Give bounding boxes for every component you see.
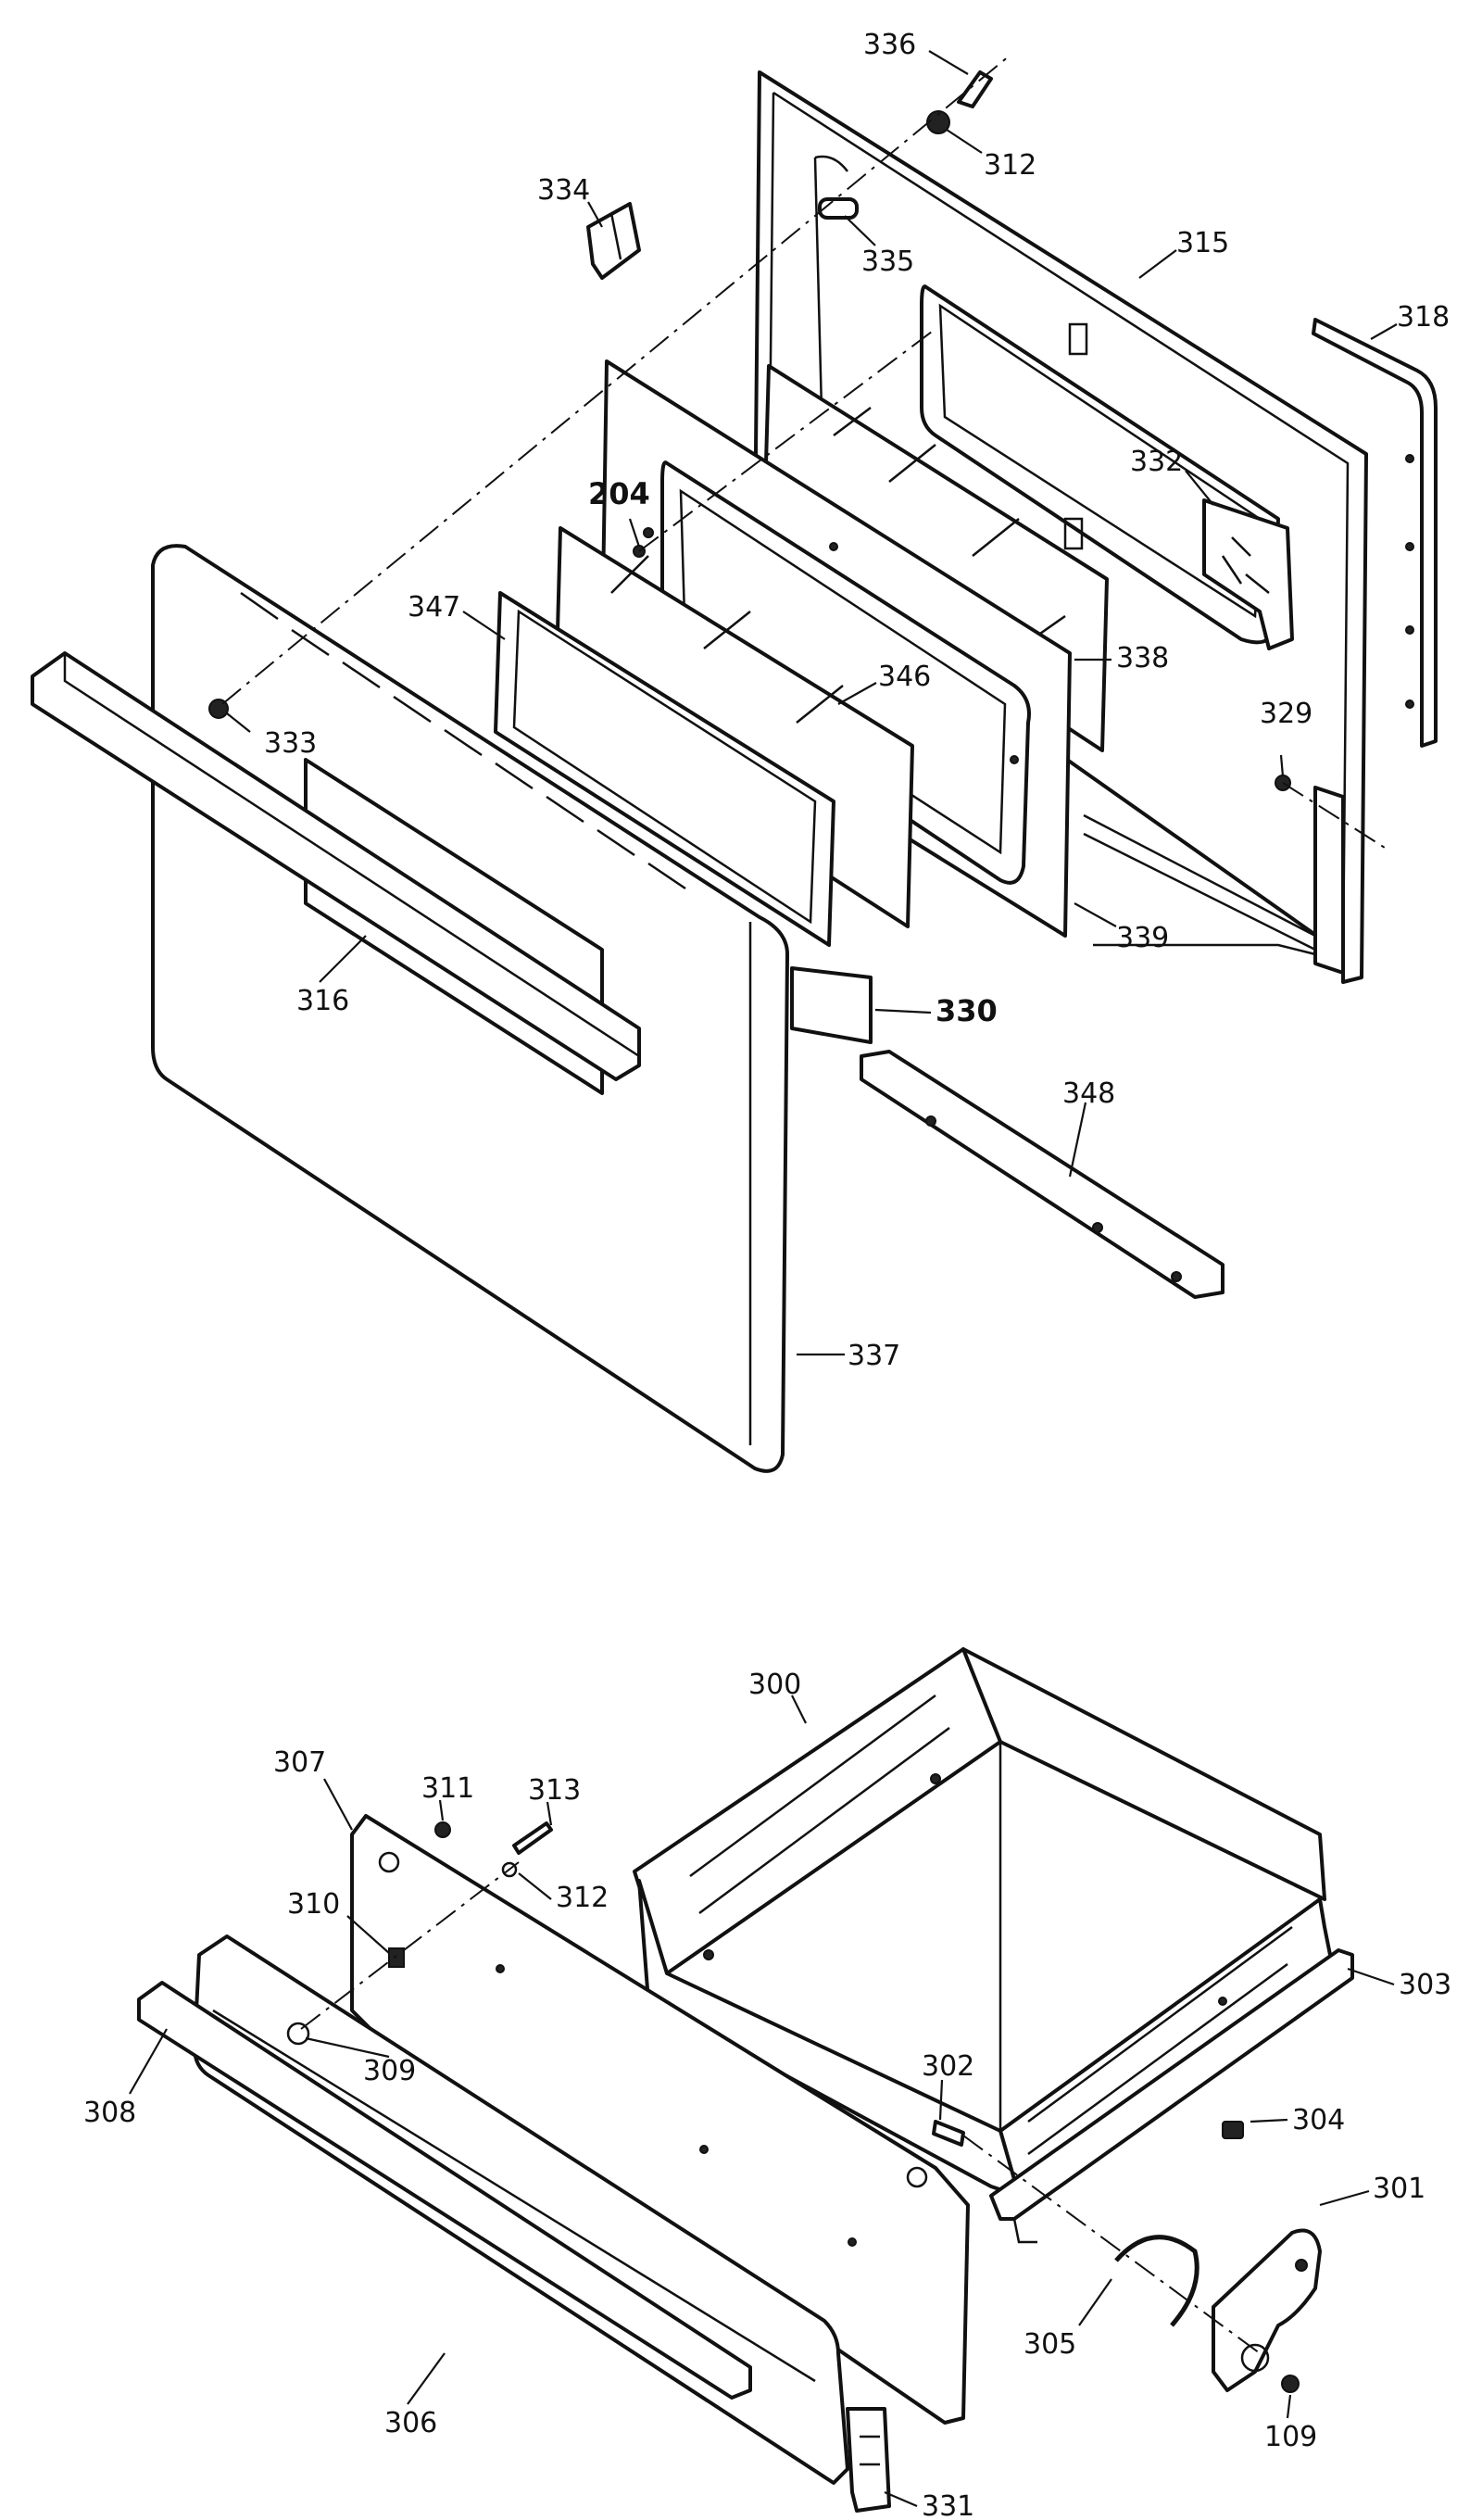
callout-334: 334 [537, 174, 590, 207]
storage-drawer-assembly [137, 1647, 1354, 2513]
callout-346: 346 [878, 661, 931, 693]
callout-300: 300 [748, 1669, 801, 1701]
part-318-door-gasket [1312, 318, 1438, 748]
callout-308: 308 [83, 2097, 136, 2129]
callout-337: 337 [848, 1340, 900, 1372]
callout-301: 301 [1373, 2173, 1425, 2205]
part-311-stop [434, 1821, 451, 1838]
callout-309: 309 [363, 2055, 416, 2087]
callout-335: 335 [861, 246, 914, 278]
leader-lines [129, 50, 1398, 2508]
part-302-screw [932, 2120, 965, 2147]
callout-306: 306 [384, 2407, 437, 2439]
part-109-nut [1281, 2375, 1300, 2393]
callout-330: 330 [936, 993, 998, 1028]
callout-332: 332 [1130, 446, 1183, 478]
part-336-screw [957, 70, 993, 108]
oven-door-assembly [31, 55, 1438, 1473]
callout-310: 310 [287, 1888, 340, 1921]
part-307-drawer-inner-panel [350, 1814, 970, 2425]
part-347-glass-seal [494, 591, 835, 947]
callout-316: 316 [296, 985, 349, 1017]
callout-302: 302 [922, 2050, 974, 2083]
callout-339: 339 [1116, 922, 1169, 954]
part-313-screw [512, 1821, 553, 1855]
callout-336: 336 [863, 29, 916, 61]
part-334-hinge-bracket [586, 202, 641, 280]
part-310-clip [388, 1947, 405, 1968]
callout-204: 204 [588, 476, 650, 511]
callout-labels: 336 312 334 335 315 318 332 204 347 346 … [83, 29, 1451, 2520]
part-304-rail-clip [1222, 2121, 1244, 2139]
callout-331: 331 [922, 2490, 974, 2520]
callout-109: 109 [1264, 2421, 1317, 2453]
part-348-door-channel [860, 1050, 1225, 1299]
callout-311: 311 [421, 1772, 474, 1805]
callout-315: 315 [1176, 227, 1229, 259]
callout-318: 318 [1397, 301, 1450, 334]
part-303-drawer-rail [989, 1948, 1354, 2244]
callout-303: 303 [1399, 1969, 1451, 2001]
part-308-drawer-handle [137, 1981, 752, 2400]
callout-312-drawer: 312 [556, 1882, 609, 1914]
part-300-drawer-body [633, 1647, 1336, 2198]
part-305-drawer-spring [1114, 2235, 1199, 2327]
part-331-drawer-foot [846, 2407, 891, 2513]
callout-329: 329 [1260, 698, 1312, 730]
callout-313: 313 [528, 1774, 581, 1807]
callout-305: 305 [1024, 2328, 1076, 2361]
callout-338: 338 [1116, 642, 1169, 674]
callout-348: 348 [1062, 1077, 1115, 1110]
callout-307: 307 [273, 1746, 326, 1779]
part-330-door-trim [790, 966, 873, 1044]
part-312-washer-drawer [501, 1861, 518, 1878]
part-316-door-handle [31, 651, 641, 1081]
part-301-drawer-bracket [1212, 2228, 1322, 2392]
callout-333: 333 [264, 727, 317, 760]
part-332-insulation [1202, 498, 1294, 650]
callout-347: 347 [408, 591, 460, 624]
callout-312-top: 312 [984, 149, 1036, 182]
callout-304: 304 [1292, 2104, 1345, 2136]
